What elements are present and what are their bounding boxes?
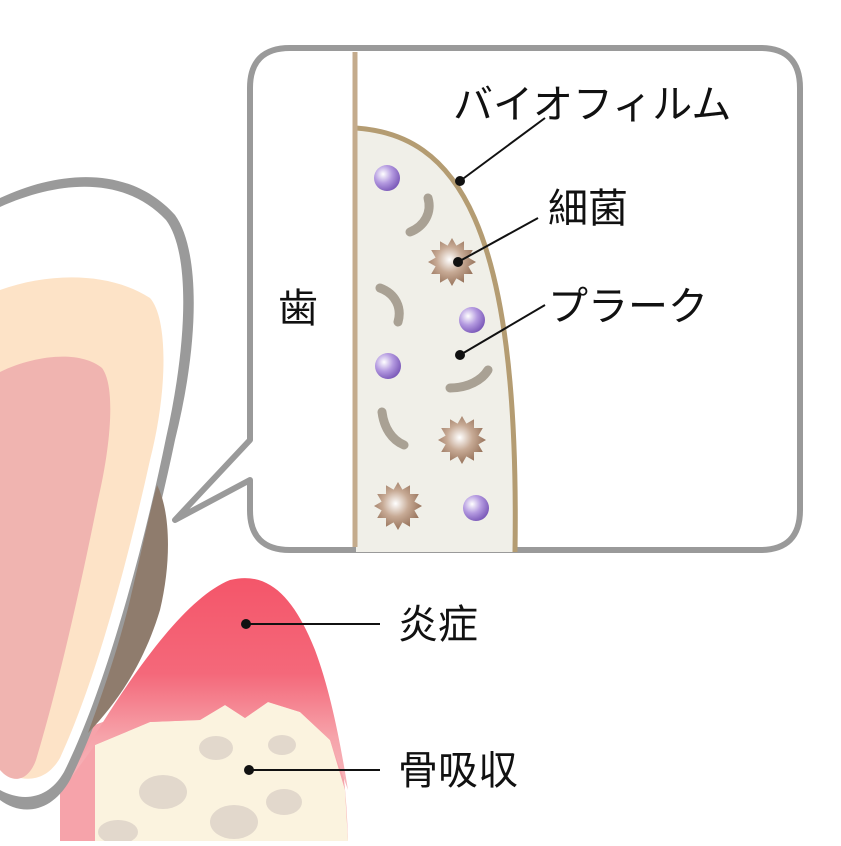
- bacteria-group: [374, 165, 493, 530]
- spiky-bacterium: [438, 416, 486, 464]
- bacteria-label: 細菌: [548, 186, 628, 232]
- round-bacterium: [463, 495, 489, 521]
- round-bacterium: [375, 353, 401, 379]
- round-bacterium: [459, 307, 485, 333]
- spiky-bacterium: [374, 482, 422, 530]
- bone-resorption-label: 骨吸収: [398, 748, 518, 794]
- leader-dots: [241, 176, 465, 775]
- bacteria-leader: [457, 217, 539, 263]
- spiky-bacteria: [374, 238, 486, 530]
- bone-spots: [98, 735, 302, 844]
- tooth-label: 歯: [278, 286, 318, 332]
- bone-resorption-dot: [244, 765, 254, 775]
- calculus: [88, 485, 168, 733]
- rod-bacterium: [377, 407, 409, 450]
- biofilm-label: バイオフィルム: [453, 82, 731, 128]
- inflamed-gum: [62, 578, 348, 790]
- bacteria-dot: [453, 257, 463, 267]
- spiky-bacterium: [428, 238, 476, 286]
- plaque-leader: [459, 304, 546, 356]
- plaque-label: プラーク: [548, 284, 708, 330]
- tooth: [0, 177, 194, 810]
- callout-bubble: [172, 45, 803, 775]
- rod-bacterium: [445, 365, 493, 393]
- leader-lines: [246, 117, 546, 771]
- biofilm-edge: [355, 125, 518, 553]
- rod-bacterium: [375, 283, 404, 327]
- bone-and-gum: [60, 578, 348, 844]
- round-bacterium: [374, 165, 400, 191]
- inflammation-label: 炎症: [398, 602, 478, 648]
- biofilm-dot: [455, 176, 465, 186]
- pulp: [0, 356, 111, 779]
- inflammation-dot: [241, 619, 251, 629]
- rod-bacterium: [405, 193, 434, 237]
- biofilm-leader: [459, 117, 546, 182]
- labels: バイオフィルム 細菌 プラーク 歯 炎症 骨吸収: [278, 82, 731, 794]
- plaque-dot: [455, 350, 465, 360]
